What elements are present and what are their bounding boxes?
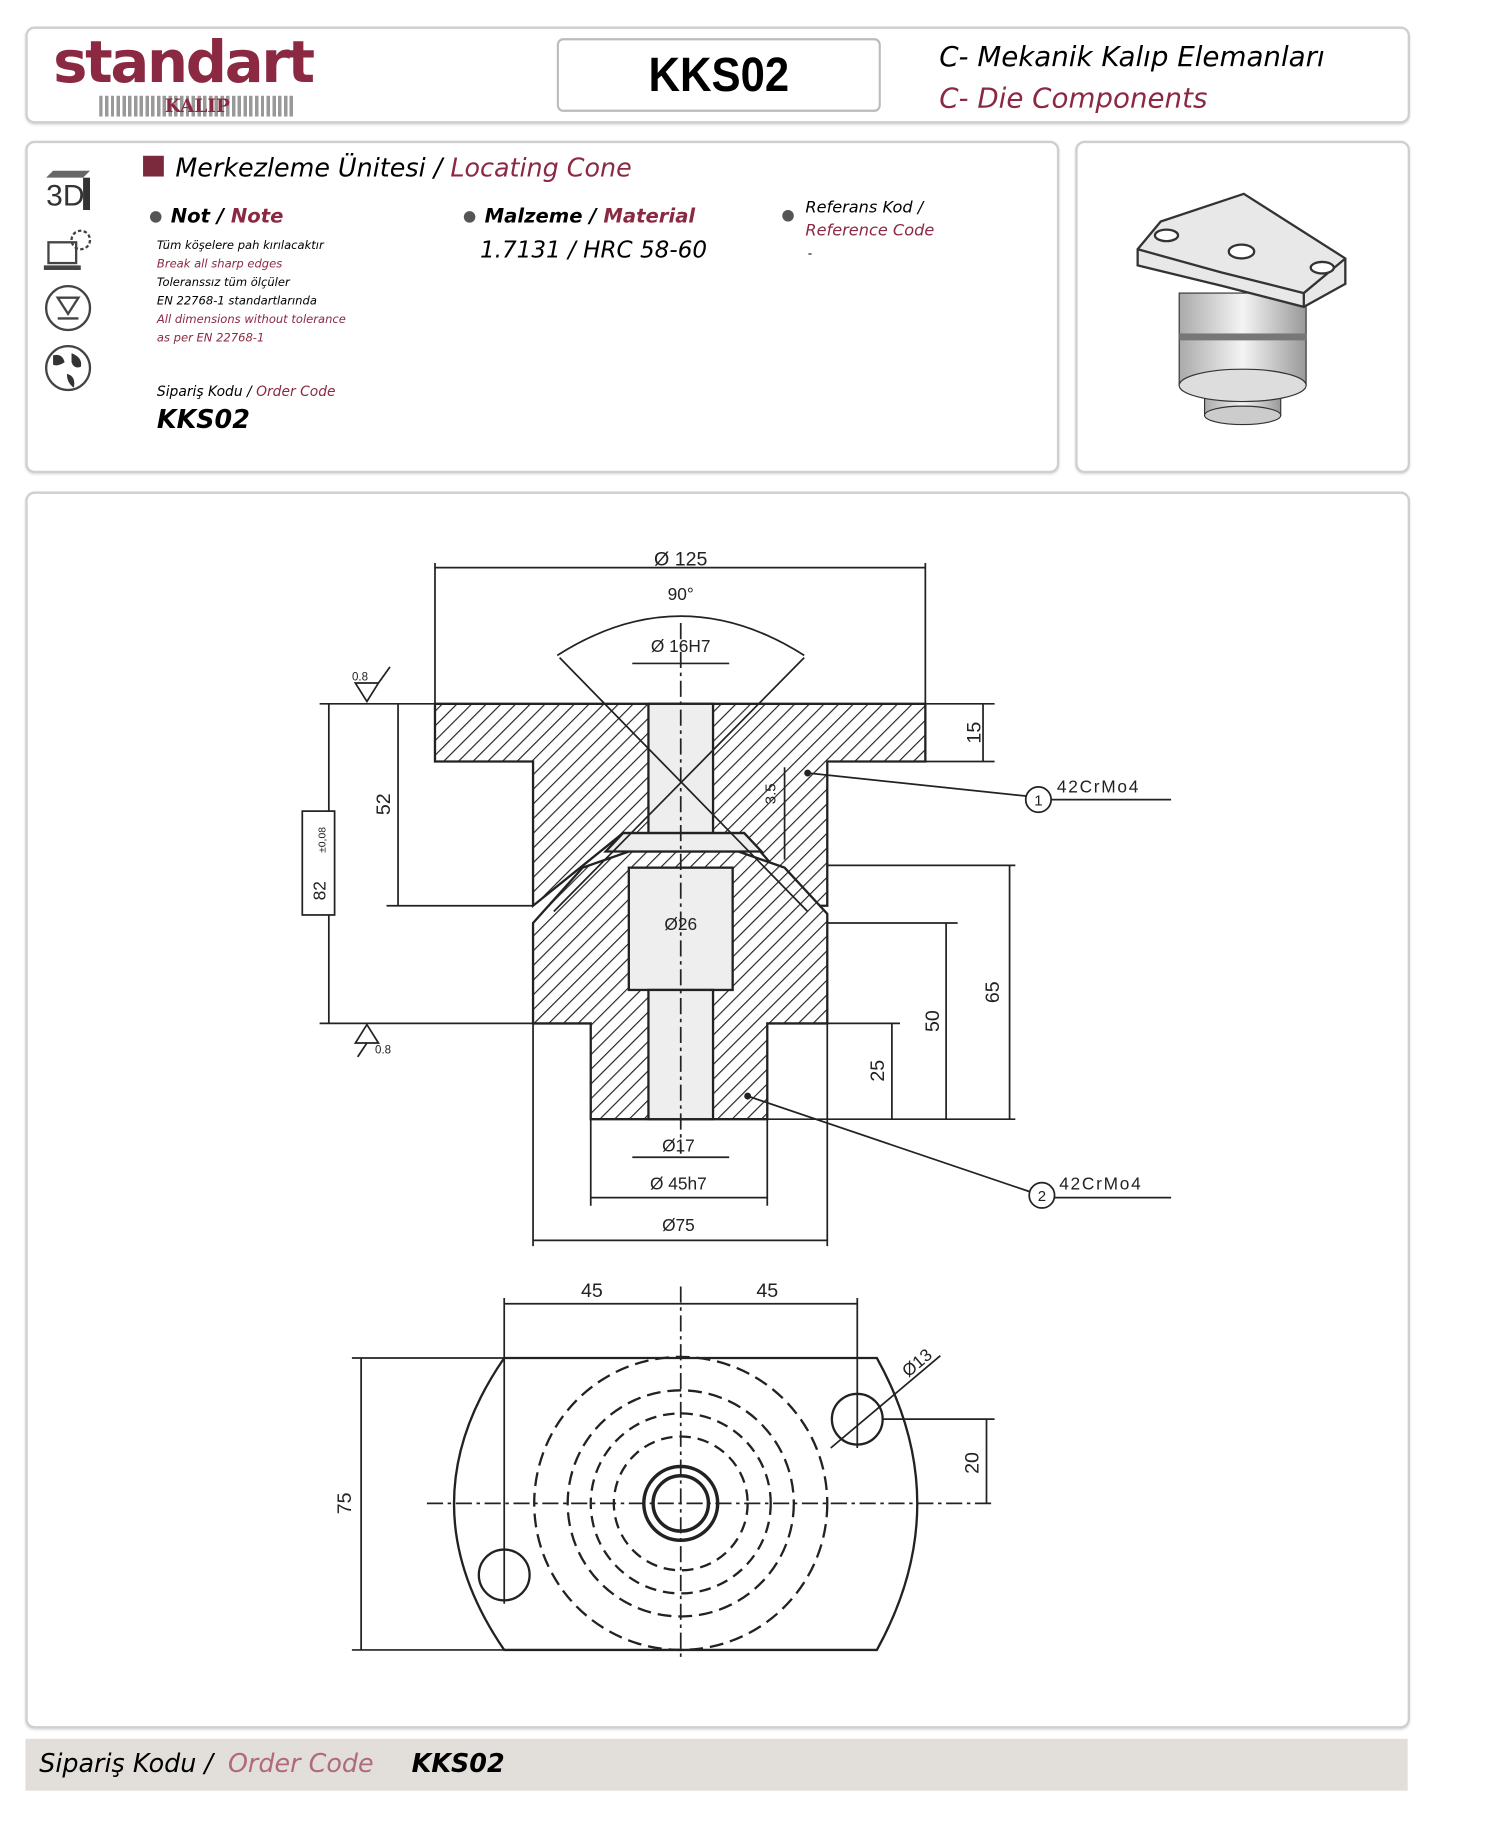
category-en: C- Die Components [939, 81, 1208, 115]
dim-w45-left: 45 [581, 1280, 603, 1302]
dim-d26: Ø26 [664, 914, 697, 934]
title-en: Locating Cone [450, 154, 632, 184]
dim-h20: 20 [961, 1452, 983, 1474]
reference-en: Reference Code [805, 221, 935, 240]
roughness-bottom: 0.8 [375, 1044, 391, 1056]
recycle-icon[interactable] [42, 282, 95, 335]
note-line: as per EN 22768-1 [156, 332, 265, 345]
product-code: KKS02 [556, 38, 881, 112]
footer-bar: Sipariş Kodu / Order Code KKS02 [25, 1738, 1408, 1791]
dim-h15: 15 [964, 722, 986, 744]
material-value: 1.7131 / HRC 58-60 [479, 235, 708, 264]
dim-h35: 3.5 [762, 783, 779, 804]
roughness-top: 0.8 [352, 672, 368, 684]
info-panel: 3D Merkezleme Ünitesi / Locating Cone No… [25, 140, 1060, 474]
callout-1: 1 [1034, 792, 1042, 809]
order-value: KKS02 [156, 406, 250, 435]
technical-drawing: Ø 125 90° Ø 16H7 0.8 0.8 82 ±0,08 52 15 … [301, 548, 1172, 1662]
3d-icon[interactable]: 3D [42, 164, 95, 217]
material-label-1: 42CrMo4 [1057, 777, 1140, 797]
note-line: Toleranssız tüm ölçüler [156, 276, 290, 290]
logo-main: standart [53, 28, 315, 96]
footer-order-value: KKS02 [411, 1750, 505, 1780]
material-tr: Malzeme [484, 205, 583, 229]
note-line: EN 22768-1 standartlarında [156, 295, 317, 309]
note-tr: Not [170, 205, 211, 229]
material-label-2: 42CrMo4 [1059, 1174, 1142, 1194]
dim-d45: Ø 45h7 [650, 1174, 707, 1194]
dot-markers [744, 769, 812, 1100]
note-line: Break all sharp edges [156, 258, 283, 272]
dim-d13: Ø13 [898, 1344, 936, 1380]
order-tr: Sipariş Kodu / [156, 383, 252, 400]
product-3d-image [1075, 140, 1410, 474]
dim-angle: 90° [668, 584, 694, 604]
title-marker [143, 155, 164, 177]
note-en: Note [230, 205, 284, 229]
dim-w45-right: 45 [756, 1280, 778, 1302]
footer-order-tr: Sipariş Kodu / [39, 1750, 213, 1780]
reference-tr: Referans Kod / [805, 198, 924, 217]
order-en: Order Code [256, 383, 336, 400]
dim-h50: 50 [922, 1010, 944, 1032]
logo: standart KALIP [53, 33, 353, 118]
dim-h82: 82 [309, 881, 329, 900]
dim-h52: 52 [373, 793, 395, 815]
footer-order-en: Order Code [227, 1750, 374, 1780]
note-line: Tüm köşelere pah kırılacaktır [156, 239, 324, 253]
category-tr: C- Mekanik Kalıp Elemanları [939, 40, 1325, 73]
reference-value: - [807, 245, 813, 261]
note-line: All dimensions without tolerance [156, 313, 346, 327]
dim-d125: Ø 125 [654, 548, 708, 570]
title-tr: Merkezleme Ünitesi [175, 154, 426, 184]
header: standart KALIP KKS02 C- Mekanik Kalıp El… [25, 26, 1410, 124]
dim-d17: Ø17 [662, 1135, 695, 1155]
dim-d75: Ø75 [662, 1215, 695, 1235]
svg-text:3D: 3D [46, 179, 84, 212]
globe-icon[interactable] [42, 342, 95, 395]
locating-cone-render [1136, 192, 1347, 426]
title-sep: / [425, 154, 451, 184]
dim-h25: 25 [867, 1060, 889, 1082]
laptop-gear-icon[interactable] [42, 224, 95, 277]
logo-sub: KALIP [99, 95, 296, 117]
dim-h75: 75 [334, 1492, 356, 1514]
dim-d16: Ø 16H7 [651, 636, 711, 656]
dim-tol82: ±0,08 [317, 827, 328, 853]
material-en: Material [603, 205, 696, 229]
callout-2: 2 [1038, 1188, 1046, 1205]
dim-h65: 65 [982, 981, 1004, 1003]
